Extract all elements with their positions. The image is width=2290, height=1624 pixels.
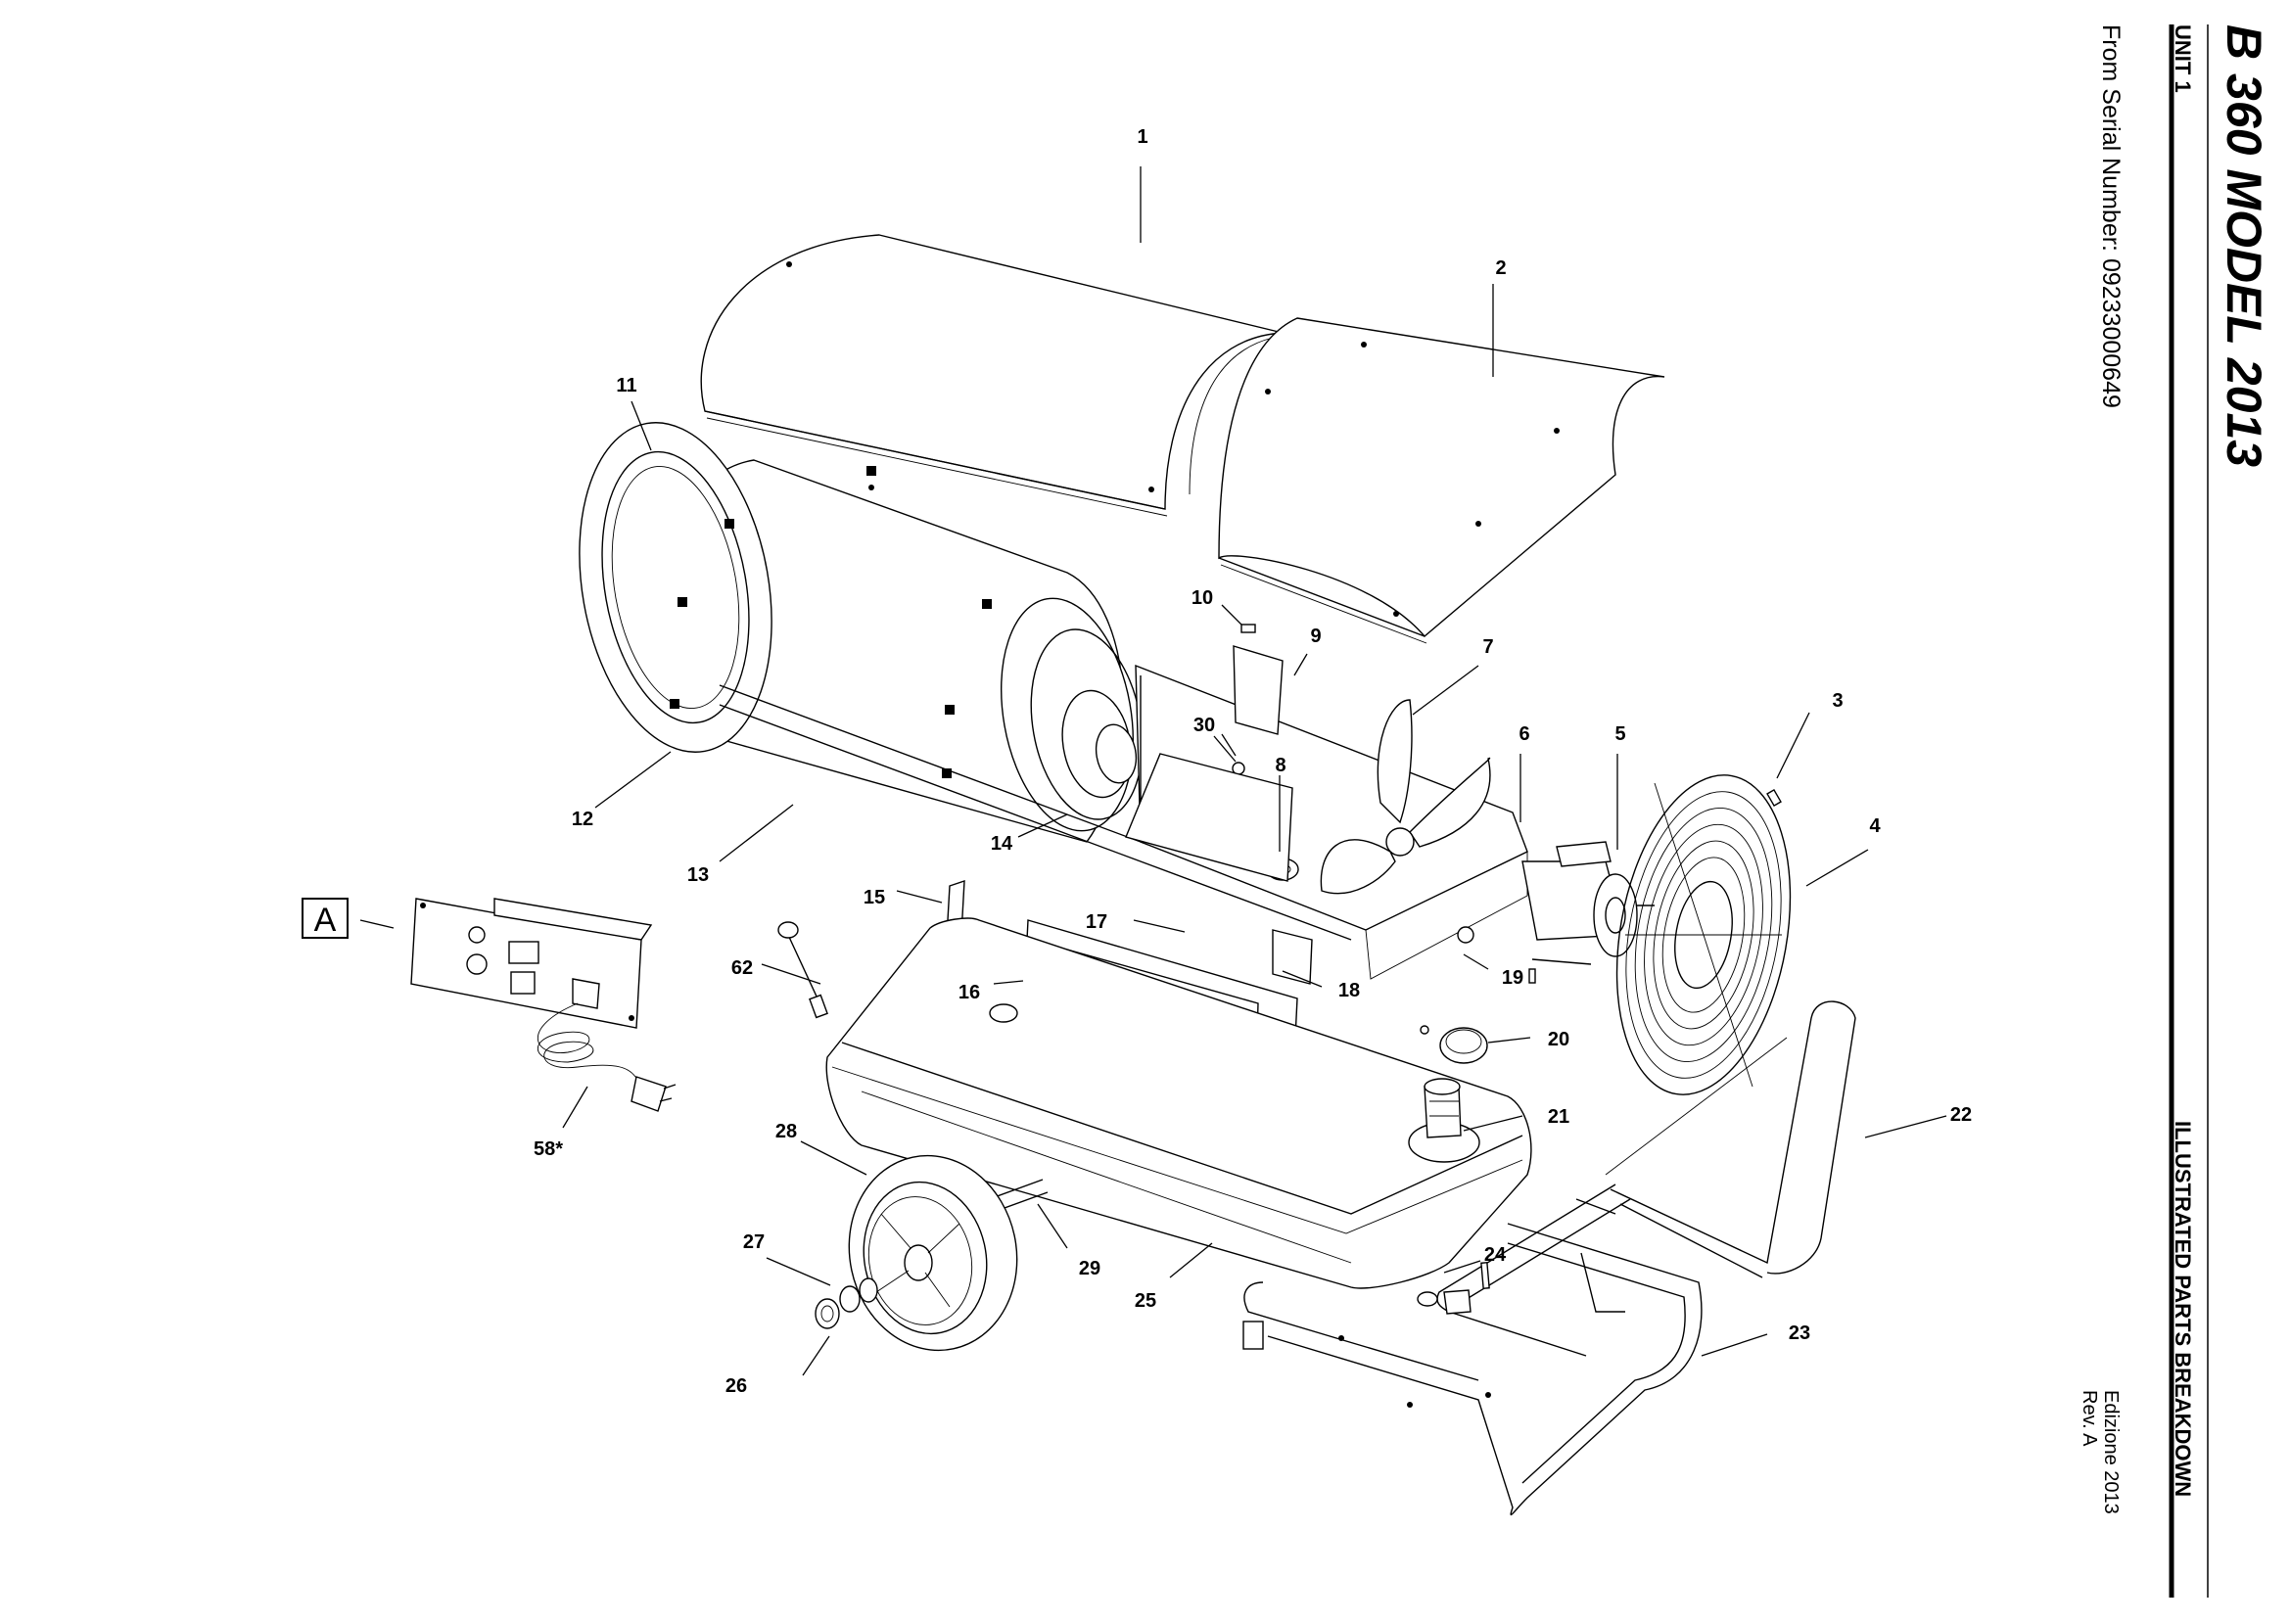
part-21-filter [1408,1078,1480,1163]
callout-23: 23 [1789,1322,1810,1344]
part-14-plate [1125,753,1293,882]
callout-25: 25 [1135,1290,1156,1312]
part-4-fan-guard [1615,774,1792,1095]
callout-27: 27 [743,1231,765,1253]
callout-5: 5 [1614,723,1625,745]
callout-18: 18 [1338,980,1360,1001]
section-title: ILLUSTRATED PARTS BREAKDOWN [2171,1121,2195,1497]
callout-24: 24 [1484,1244,1507,1266]
part-28-wheel [848,1154,1018,1352]
part-25-fuel-tank [825,917,1532,1289]
part-22-handle [1575,1000,1856,1313]
part-58-power-cable [537,1002,677,1112]
unit-label: UNIT 1 [2171,24,2195,93]
part-3-screw [1766,788,1782,808]
callout-2: 2 [1495,257,1506,279]
callout-4: 4 [1869,815,1881,837]
callout-14: 14 [991,833,1013,855]
part-7-fan [1320,699,1491,895]
callout-3: 3 [1832,690,1843,712]
revision-label: Rev. A [2079,1390,2100,1447]
sidebar: B 360 MODEL 2013 UNIT 1 From Serial Numb… [2079,24,2271,1598]
callout-16: 16 [958,982,980,1003]
serial-number: From Serial Number: 09233000649 [2097,24,2125,408]
callout-12: 12 [572,809,593,830]
callout-28: 28 [775,1121,797,1142]
part-11-12-13-combustion-chamber [579,422,1352,941]
callout-58: 58* [534,1138,563,1160]
callout-21: 21 [1548,1106,1569,1128]
callout-30: 30 [1193,715,1215,736]
callout-10: 10 [1192,587,1213,609]
part-26-cap [815,1298,840,1329]
part-62-dipstick [777,921,828,1019]
callout-22: 22 [1950,1104,1972,1126]
callout-6: 6 [1519,723,1529,745]
edition-label: Edizione 2013 [2100,1390,2122,1514]
callout-29: 29 [1079,1258,1100,1279]
callout-17: 17 [1086,911,1107,933]
part-2-rear-cover [1218,317,1665,644]
callout-15: 15 [864,887,885,908]
callout-62: 62 [731,957,753,979]
document-title: B 360 MODEL 2013 [2217,24,2271,467]
part-24-screw-washer [1417,1262,1490,1315]
callout-numbers: 1 2 3 4 5 6 7 8 9 10 11 12 13 14 15 16 1… [534,126,1972,1397]
part-27-washer [839,1277,878,1313]
callout-7: 7 [1482,636,1493,658]
part-5-motor [1521,841,1655,965]
part-1-top-cover [700,234,1284,517]
callout-8: 8 [1275,755,1285,776]
leader-lines [562,166,1947,1376]
inset-label-a-text: A [314,902,337,939]
control-panel-assembly [410,898,653,1029]
callout-11: 11 [616,375,636,396]
callout-26: 26 [725,1375,747,1397]
part-18-bracket [1272,929,1313,985]
callout-1: 1 [1137,126,1147,148]
callout-13: 13 [687,864,709,886]
part-10-screw [1240,624,1256,633]
part-9-bracket [1233,645,1284,735]
part-19-screw [1528,968,1536,984]
callout-19: 19 [1502,967,1523,989]
part-20-cap [1420,1025,1488,1064]
inset-label-a: A [302,898,395,939]
callout-20: 20 [1548,1029,1569,1050]
callout-9: 9 [1310,626,1321,647]
